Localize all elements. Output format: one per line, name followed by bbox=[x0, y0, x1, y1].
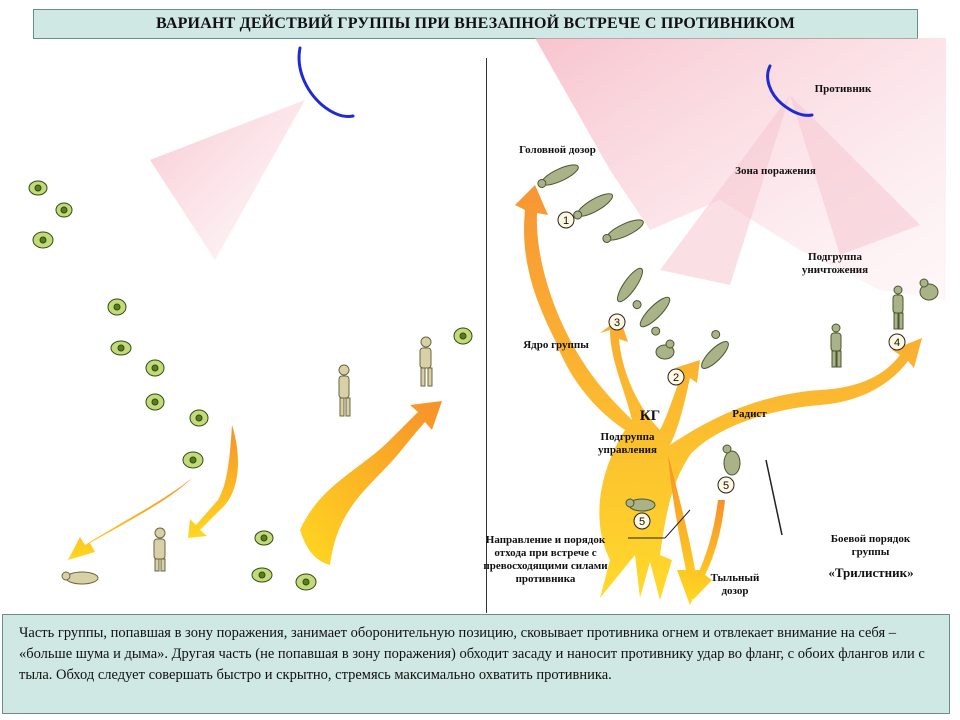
label-kg: КГ bbox=[639, 408, 661, 424]
soldier-running-icon bbox=[602, 219, 644, 243]
label-battle-order: Боевой порядок группы bbox=[830, 533, 911, 558]
marker-3 bbox=[608, 313, 626, 331]
soldier-crouch-icon bbox=[655, 339, 675, 360]
soldier-running-icon bbox=[537, 164, 579, 188]
soldier-icon bbox=[254, 530, 274, 546]
left-kill-zone bbox=[150, 100, 305, 260]
soldier-running-icon bbox=[701, 329, 729, 369]
left-standing-soldiers bbox=[61, 336, 433, 585]
label-retreat-direction: Направление и порядок отхода при встрече… bbox=[483, 534, 608, 585]
right-kill-zone-beam-2 bbox=[790, 95, 920, 255]
label-trefoil: «Трилистник» bbox=[828, 565, 914, 580]
label-kill-zone: Зона поражения bbox=[735, 165, 816, 177]
soldier-prone-icon bbox=[61, 571, 99, 585]
page-title: ВАРИАНТ ДЕЙСТВИЙ ГРУППЫ ПРИ ВНЕЗАПНОЙ ВС… bbox=[33, 9, 918, 39]
soldier-icon bbox=[110, 340, 132, 356]
position-markers bbox=[557, 211, 906, 530]
label-head-patrol: Головной дозор bbox=[519, 144, 596, 156]
marker-2-label: 2 bbox=[673, 372, 679, 384]
soldier-icon bbox=[32, 231, 54, 249]
soldier-icon bbox=[145, 393, 165, 411]
soldier-standing-icon bbox=[338, 364, 351, 417]
marker-1 bbox=[557, 211, 575, 229]
left-flank-arrow bbox=[300, 401, 442, 565]
marker-5a-label: 5 bbox=[723, 480, 729, 492]
soldier-crouch-icon bbox=[722, 444, 741, 476]
marker-4-label: 4 bbox=[894, 337, 900, 349]
soldier-icon bbox=[251, 567, 273, 583]
marker-2 bbox=[667, 368, 685, 386]
soldier-standing-icon bbox=[830, 323, 842, 368]
right-soldiers bbox=[537, 164, 939, 512]
marker-1-label: 1 bbox=[563, 215, 569, 227]
battle-order-pointer bbox=[765, 459, 783, 536]
retreat-pointer-line-2 bbox=[664, 509, 691, 539]
soldier-crouch-icon bbox=[919, 278, 939, 301]
trefoil-arrows bbox=[515, 185, 922, 600]
soldier-icon bbox=[145, 359, 165, 377]
left-retreat-arrow-1 bbox=[188, 425, 238, 538]
soldier-icon bbox=[107, 298, 127, 316]
soldier-icon bbox=[189, 409, 209, 427]
rear-arrow-center bbox=[668, 455, 705, 605]
label-enemy: Противник bbox=[814, 83, 872, 95]
rear-arrow-right bbox=[690, 500, 725, 600]
marker-3-label: 3 bbox=[614, 317, 620, 329]
left-retreat-arrow-2 bbox=[68, 478, 192, 560]
label-rear-patrol: Тыльный дозор bbox=[710, 572, 760, 597]
soldier-icon bbox=[453, 327, 473, 345]
marker-5b bbox=[633, 512, 651, 530]
marker-5a bbox=[717, 476, 735, 494]
left-soldiers bbox=[28, 180, 473, 591]
left-enemy-line bbox=[297, 46, 355, 118]
description-box: Часть группы, попавшая в зону поражения,… bbox=[2, 614, 950, 714]
right-enemy-line bbox=[766, 64, 814, 117]
description-text: Часть группы, попавшая в зону поражения,… bbox=[19, 625, 925, 683]
soldier-standing-icon bbox=[419, 336, 433, 387]
soldier-icon bbox=[182, 451, 204, 469]
marker-5b-label: 5 bbox=[639, 516, 645, 528]
label-group-core: Ядро группы bbox=[523, 339, 589, 351]
label-radio-operator: Радист bbox=[732, 408, 767, 420]
soldier-standing-icon bbox=[892, 285, 904, 330]
marker-4 bbox=[888, 333, 906, 351]
right-kill-zone-beam-1 bbox=[660, 95, 790, 285]
soldier-standing-icon bbox=[153, 527, 166, 572]
soldier-running-icon bbox=[639, 296, 671, 336]
soldier-running-icon bbox=[617, 267, 643, 310]
panel-divider bbox=[486, 58, 487, 613]
soldier-icon bbox=[295, 573, 317, 591]
soldier-prone-icon bbox=[625, 498, 656, 512]
soldier-icon bbox=[28, 180, 48, 196]
soldier-running-icon bbox=[573, 193, 614, 220]
label-destruction-subgroup: Подгруппа уничтожения bbox=[801, 251, 869, 276]
label-control-subgroup: Подгруппа управления bbox=[598, 431, 657, 456]
soldier-icon bbox=[55, 202, 73, 218]
